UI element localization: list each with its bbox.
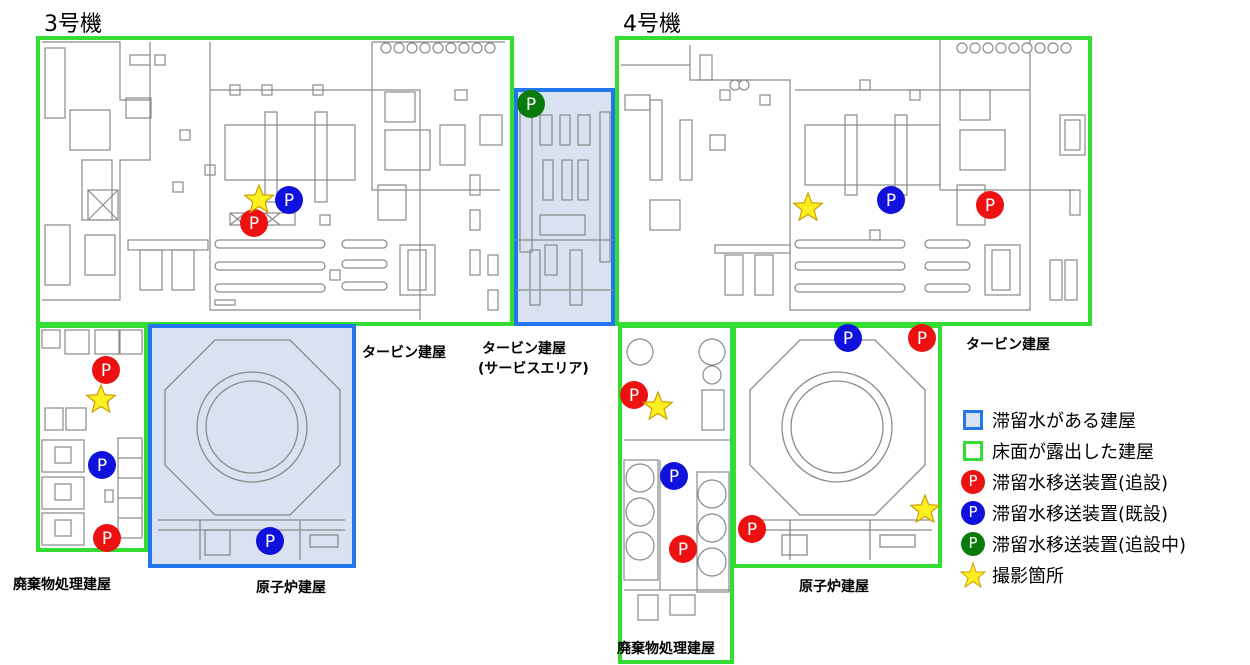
pump-added-marker: P: [669, 535, 697, 563]
svg-text:P: P: [985, 196, 995, 216]
pump-adding-marker: P: [517, 90, 545, 118]
pump-existing-marker: P: [660, 462, 688, 490]
svg-text:P: P: [747, 520, 757, 540]
svg-text:P: P: [886, 191, 896, 211]
svg-text:P: P: [629, 386, 639, 406]
pump-existing-marker: P: [88, 451, 116, 479]
unit4-title: 4号機: [623, 12, 681, 37]
pump-added-marker: P: [92, 356, 120, 384]
legend-exposed-building: 床面が露出した建屋: [958, 435, 1186, 466]
unit3-turbine-building: [36, 36, 514, 326]
legend: 滞留水がある建屋 床面が露出した建屋 P 滞留水移送装置(追設) P 滞留水移送…: [958, 404, 1186, 590]
water-building-swatch: [963, 409, 983, 430]
pump-added-marker: P: [620, 381, 648, 409]
svg-text:P: P: [249, 214, 259, 234]
svg-text:P: P: [678, 540, 688, 560]
photo-spot-star-icon: [243, 183, 275, 214]
legend-pump-existing-label: 滞留水移送装置(既設): [992, 503, 1169, 525]
photo-spot-star-icon: [642, 390, 674, 421]
unit3-reactor-label: 原子炉建屋: [256, 580, 326, 596]
pump-adding-icon: P: [961, 531, 985, 556]
turbine-service-label-line2: (サービスエリア): [478, 361, 589, 377]
legend-exposed-building-label: 床面が露出した建屋: [992, 441, 1154, 463]
unit4-turbine-building: [615, 36, 1092, 326]
legend-pump-existing: P 滞留水移送装置(既設): [958, 497, 1186, 528]
pump-added-marker: P: [976, 191, 1004, 219]
legend-pump-adding: P 滞留水移送装置(追設中): [958, 528, 1186, 559]
pump-added-marker: P: [738, 515, 766, 543]
pump-added-marker: P: [908, 324, 936, 352]
pump-existing-icon: P: [961, 500, 985, 525]
pump-added-marker: P: [93, 524, 121, 552]
photo-spot-star-icon: [85, 383, 117, 414]
unit4-reactor-building: [732, 324, 942, 568]
pump-existing-marker: P: [834, 324, 862, 352]
photo-spot-star-icon: [792, 191, 824, 222]
svg-text:P: P: [284, 191, 294, 211]
turbine-service-label-line1: タービン建屋: [482, 341, 566, 357]
svg-text:P: P: [526, 95, 536, 115]
pump-existing-marker: P: [877, 186, 905, 214]
pump-existing-marker: P: [256, 527, 284, 555]
star-icon: [960, 561, 986, 588]
legend-photo-spot: 撮影箇所: [958, 559, 1186, 590]
legend-water-building-label: 滞留水がある建屋: [992, 410, 1136, 432]
exposed-building-swatch: [963, 440, 983, 461]
unit3-radwaste-building: [36, 324, 148, 552]
svg-text:P: P: [101, 361, 111, 381]
unit4-radwaste-label: 廃棄物処理建屋: [617, 641, 715, 657]
legend-pump-added-label: 滞留水移送装置(追設): [992, 472, 1169, 494]
legend-pump-added: P 滞留水移送装置(追設): [958, 466, 1186, 497]
unit3-turbine-label: タービン建屋: [362, 345, 446, 361]
unit3-turbine-service-area: [514, 88, 615, 326]
legend-water-building: 滞留水がある建屋: [958, 404, 1186, 435]
unit3-reactor-building: [148, 324, 356, 568]
unit4-turbine-label: タービン建屋: [966, 337, 1050, 353]
pump-added-icon: P: [961, 469, 985, 494]
legend-pump-adding-label: 滞留水移送装置(追設中): [992, 534, 1187, 556]
unit3-radwaste-label: 廃棄物処理建屋: [13, 577, 111, 593]
svg-text:P: P: [102, 529, 112, 549]
pump-existing-marker: P: [275, 186, 303, 214]
svg-text:P: P: [917, 329, 927, 349]
legend-photo-spot-label: 撮影箇所: [992, 565, 1064, 587]
unit4-reactor-label: 原子炉建屋: [799, 579, 869, 595]
unit4-radwaste-building: [618, 324, 734, 664]
svg-text:P: P: [843, 329, 853, 349]
svg-text:P: P: [97, 456, 107, 476]
unit3-title: 3号機: [44, 12, 102, 37]
svg-text:P: P: [669, 467, 679, 487]
pump-added-marker: P: [240, 209, 268, 237]
photo-spot-star-icon: [909, 493, 941, 524]
svg-text:P: P: [265, 532, 275, 552]
